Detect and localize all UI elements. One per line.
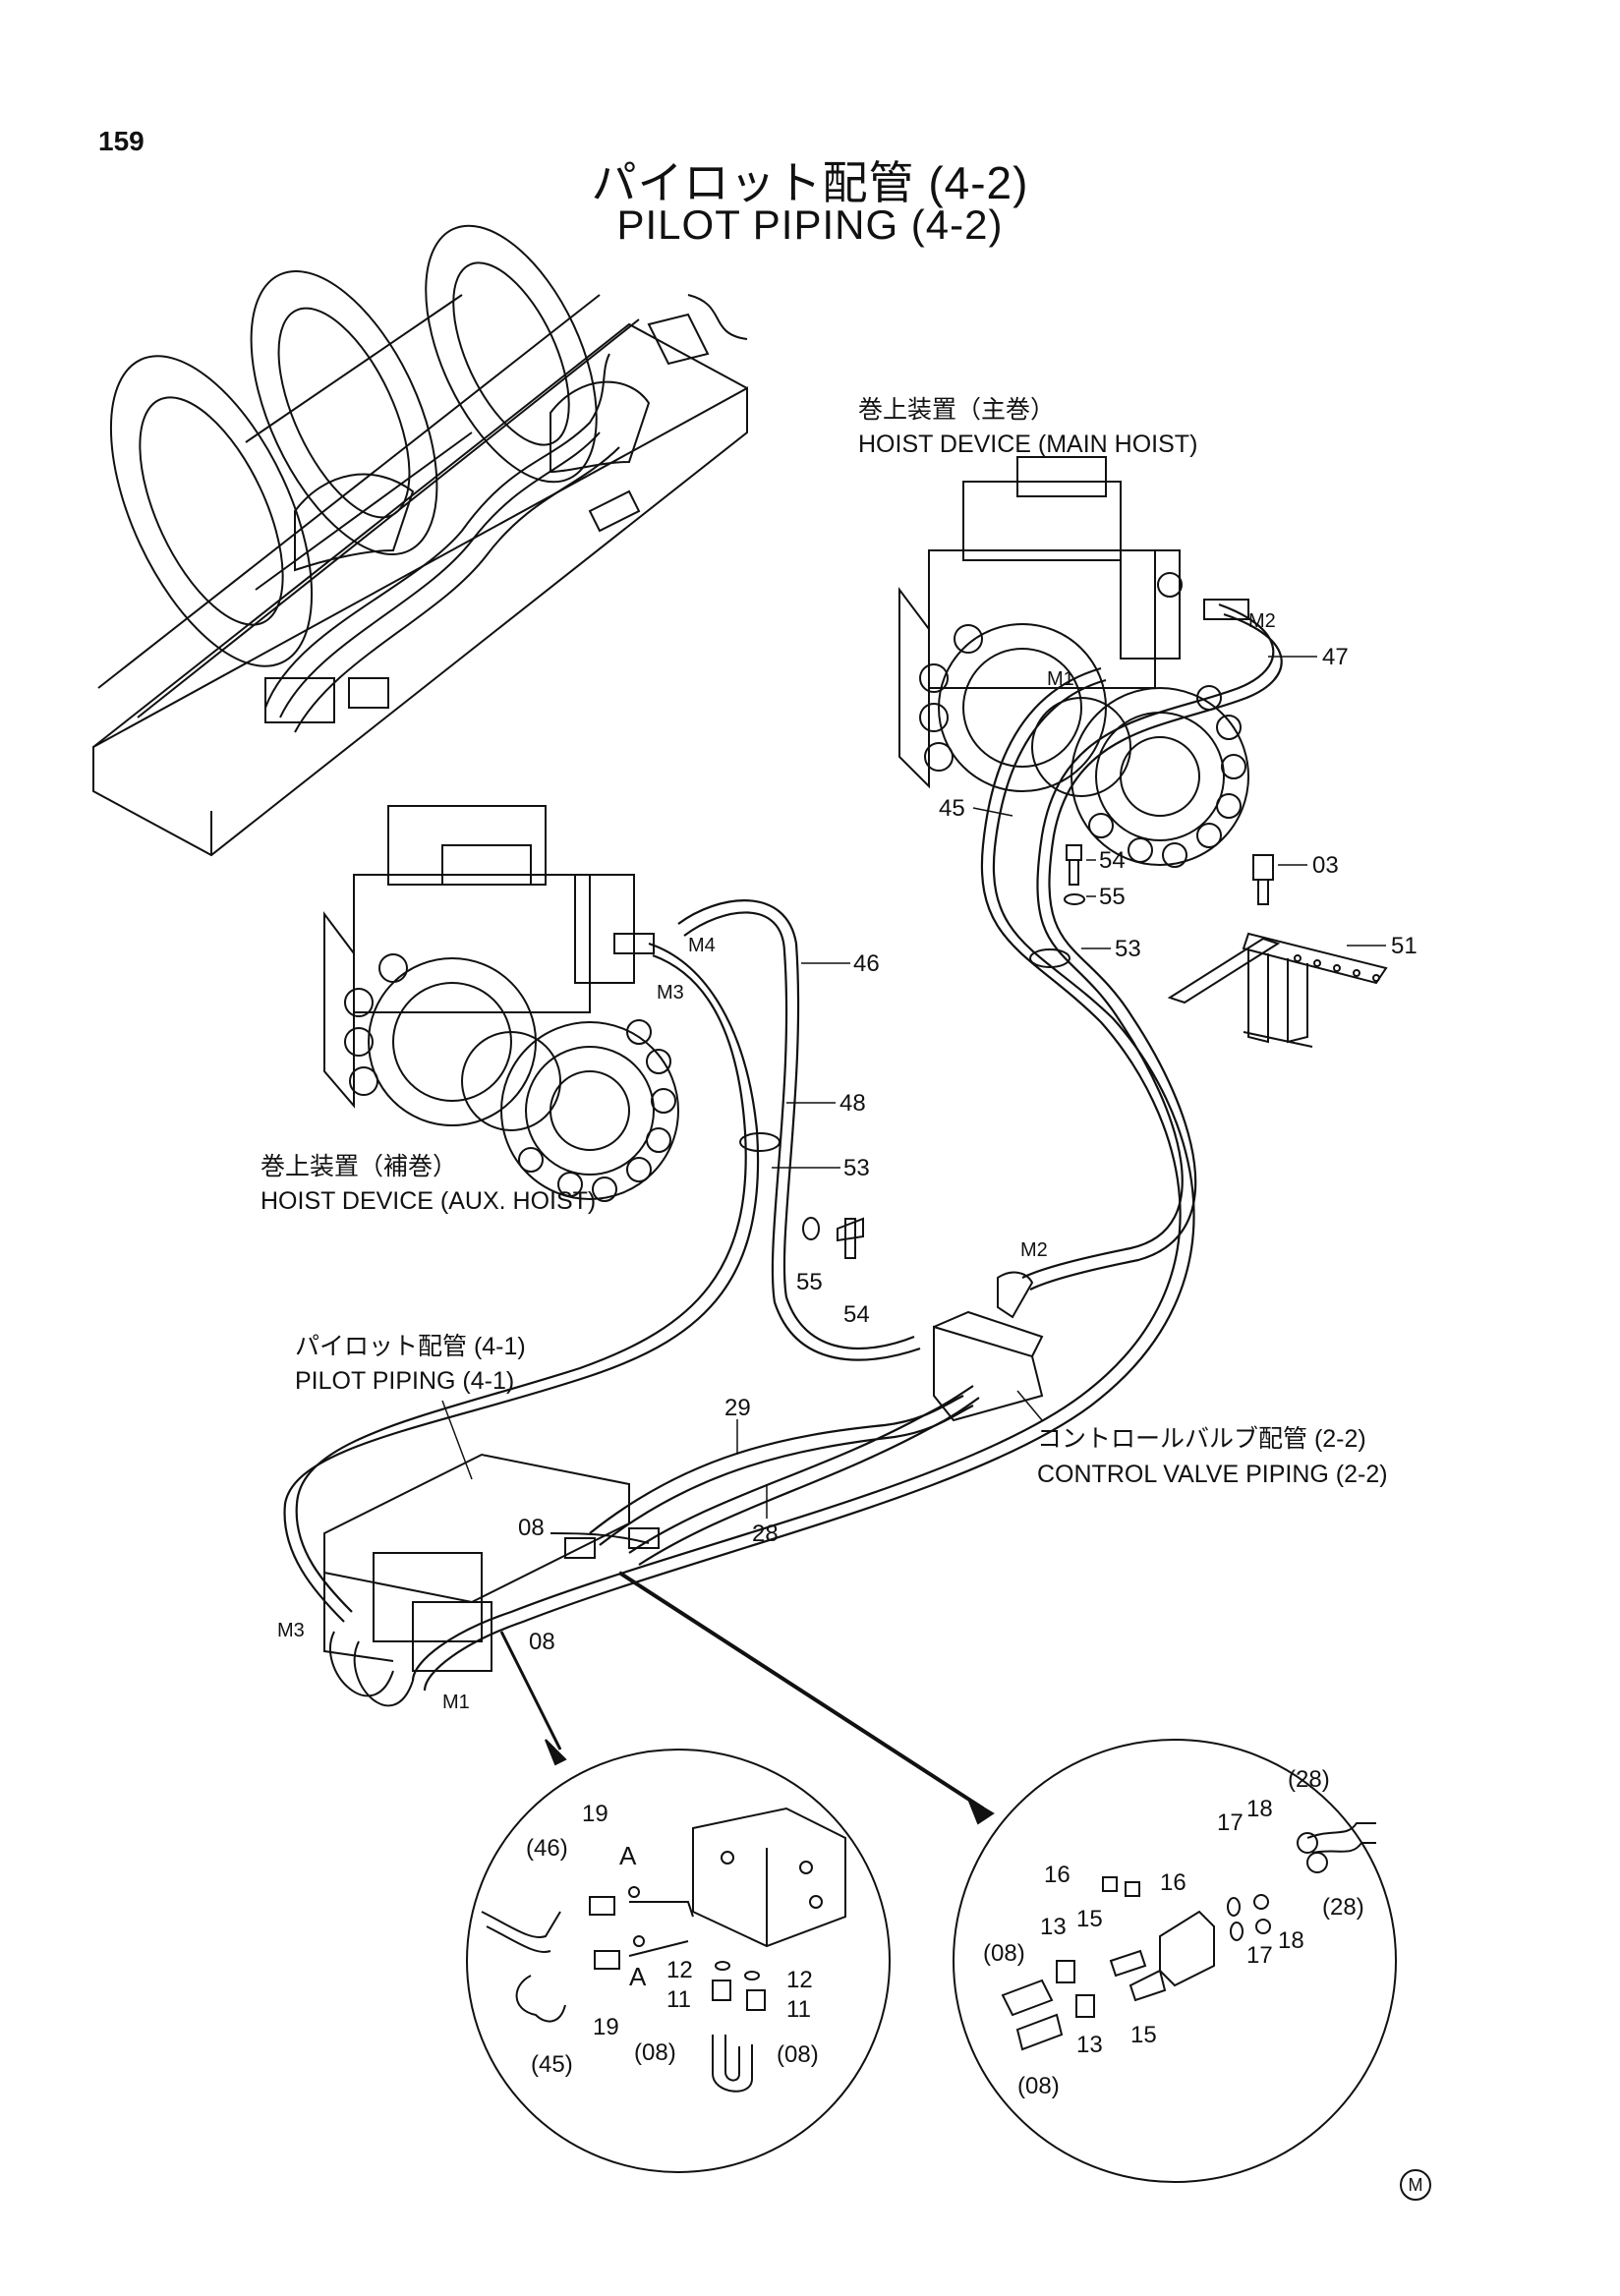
callout-46: 46 <box>853 950 880 977</box>
callout-55-lower: 55 <box>796 1269 823 1295</box>
detail-right-17-lower: 17 <box>1246 1942 1273 1969</box>
page-title-english: PILOT PIPING (4-2) <box>616 201 1004 248</box>
detail-left-a-upper: A <box>619 1841 637 1870</box>
detail-left-a-lower: A <box>629 1962 647 1991</box>
detail-right-18-upper: 18 <box>1246 1796 1273 1822</box>
callout-55-upper: 55 <box>1099 884 1126 910</box>
detail-left-08-left: (08) <box>634 2039 676 2066</box>
pilot-hoses <box>283 603 1283 1692</box>
callout-28: 28 <box>752 1521 779 1547</box>
detail-right-18-lower: 18 <box>1278 1927 1304 1954</box>
port-m2-main: M2 <box>1248 610 1276 632</box>
callout-47: 47 <box>1322 644 1349 670</box>
detail-left-46: (46) <box>526 1835 568 1862</box>
detail-left-19-lower: 19 <box>593 2014 619 2040</box>
detail-right-16-right: 16 <box>1160 1869 1186 1896</box>
port-m3-aux: M3 <box>657 982 684 1004</box>
callout-54-upper: 54 <box>1099 847 1126 874</box>
detail-right-15-upper: 15 <box>1076 1906 1103 1932</box>
control-valve-caption-en: CONTROL VALVE PIPING (2-2) <box>1037 1461 1388 1488</box>
detail-right-16-left: 16 <box>1044 1862 1070 1888</box>
aux-hoist-device <box>323 805 679 1202</box>
callout-53-upper: 53 <box>1115 936 1141 962</box>
detail-circle-right <box>953 1739 1397 2183</box>
callout-54-lower: 54 <box>843 1301 870 1328</box>
callout-45: 45 <box>939 795 965 822</box>
callout-08-upper: 08 <box>518 1515 545 1541</box>
port-m3-bottom: M3 <box>277 1620 305 1641</box>
main-hoist-device <box>898 456 1249 868</box>
callout-51: 51 <box>1391 933 1418 959</box>
callout-08-lower: 08 <box>529 1629 555 1655</box>
detail-left-45: (45) <box>531 2051 573 2078</box>
detail-left-11-left: 11 <box>666 1986 691 2013</box>
hose-clamps <box>739 948 1070 1152</box>
detail-leaders <box>499 1571 995 1825</box>
page-title-japanese: パイロット配管 (4-2) <box>591 157 1029 208</box>
detail-circle-left <box>466 1749 891 2173</box>
winch-drum-assembly <box>92 224 748 857</box>
port-m1-main: M1 <box>1047 668 1074 690</box>
detail-right-13-upper: 13 <box>1040 1914 1067 1940</box>
detail-right-28-lower: (28) <box>1322 1894 1364 1921</box>
pilot-piping-caption-ja: パイロット配管 (4-1) <box>295 1333 526 1360</box>
detail-right-08-upper: (08) <box>983 1940 1025 1967</box>
callout-29: 29 <box>724 1395 751 1421</box>
detail-right-15-lower: 15 <box>1130 2022 1157 2048</box>
detail-left-12-right: 12 <box>786 1967 813 1993</box>
pilot-valve-block <box>323 1453 660 1707</box>
m-mark-circle: M <box>1400 2169 1431 2201</box>
detail-right-13-lower: 13 <box>1076 2032 1103 2058</box>
callout-48: 48 <box>839 1090 866 1117</box>
control-valve-block <box>933 1271 1044 1422</box>
port-m1-bottom: M1 <box>442 1692 470 1713</box>
detail-left-19-upper: 19 <box>582 1801 608 1827</box>
bracket-51 <box>802 844 1388 1259</box>
detail-right-28-upper: (28) <box>1288 1766 1330 1793</box>
pilot-piping-caption-en: PILOT PIPING (4-1) <box>295 1367 514 1395</box>
aux-hoist-caption-ja: 巻上装置（補巻） <box>260 1153 457 1180</box>
port-m4-aux: M4 <box>688 935 716 956</box>
page-number: 159 <box>98 126 145 156</box>
detail-left-08-right: (08) <box>777 2041 819 2068</box>
detail-left-11-right: 11 <box>786 1996 811 2023</box>
callout-03: 03 <box>1312 852 1339 879</box>
aux-hoist-caption-en: HOIST DEVICE (AUX. HOIST) <box>260 1187 596 1215</box>
main-hoist-caption-ja: 巻上装置（主巻） <box>858 396 1055 424</box>
detail-right-17-upper: 17 <box>1217 1809 1244 1836</box>
callout-53-lower: 53 <box>843 1155 870 1181</box>
port-m2-valve: M2 <box>1020 1239 1048 1261</box>
main-hoist-caption-en: HOIST DEVICE (MAIN HOIST) <box>858 430 1197 458</box>
detail-right-08-lower: (08) <box>1017 2073 1060 2099</box>
control-valve-caption-ja: コントロールバルブ配管 (2-2) <box>1037 1425 1366 1453</box>
detail-left-12-left: 12 <box>666 1957 693 1983</box>
